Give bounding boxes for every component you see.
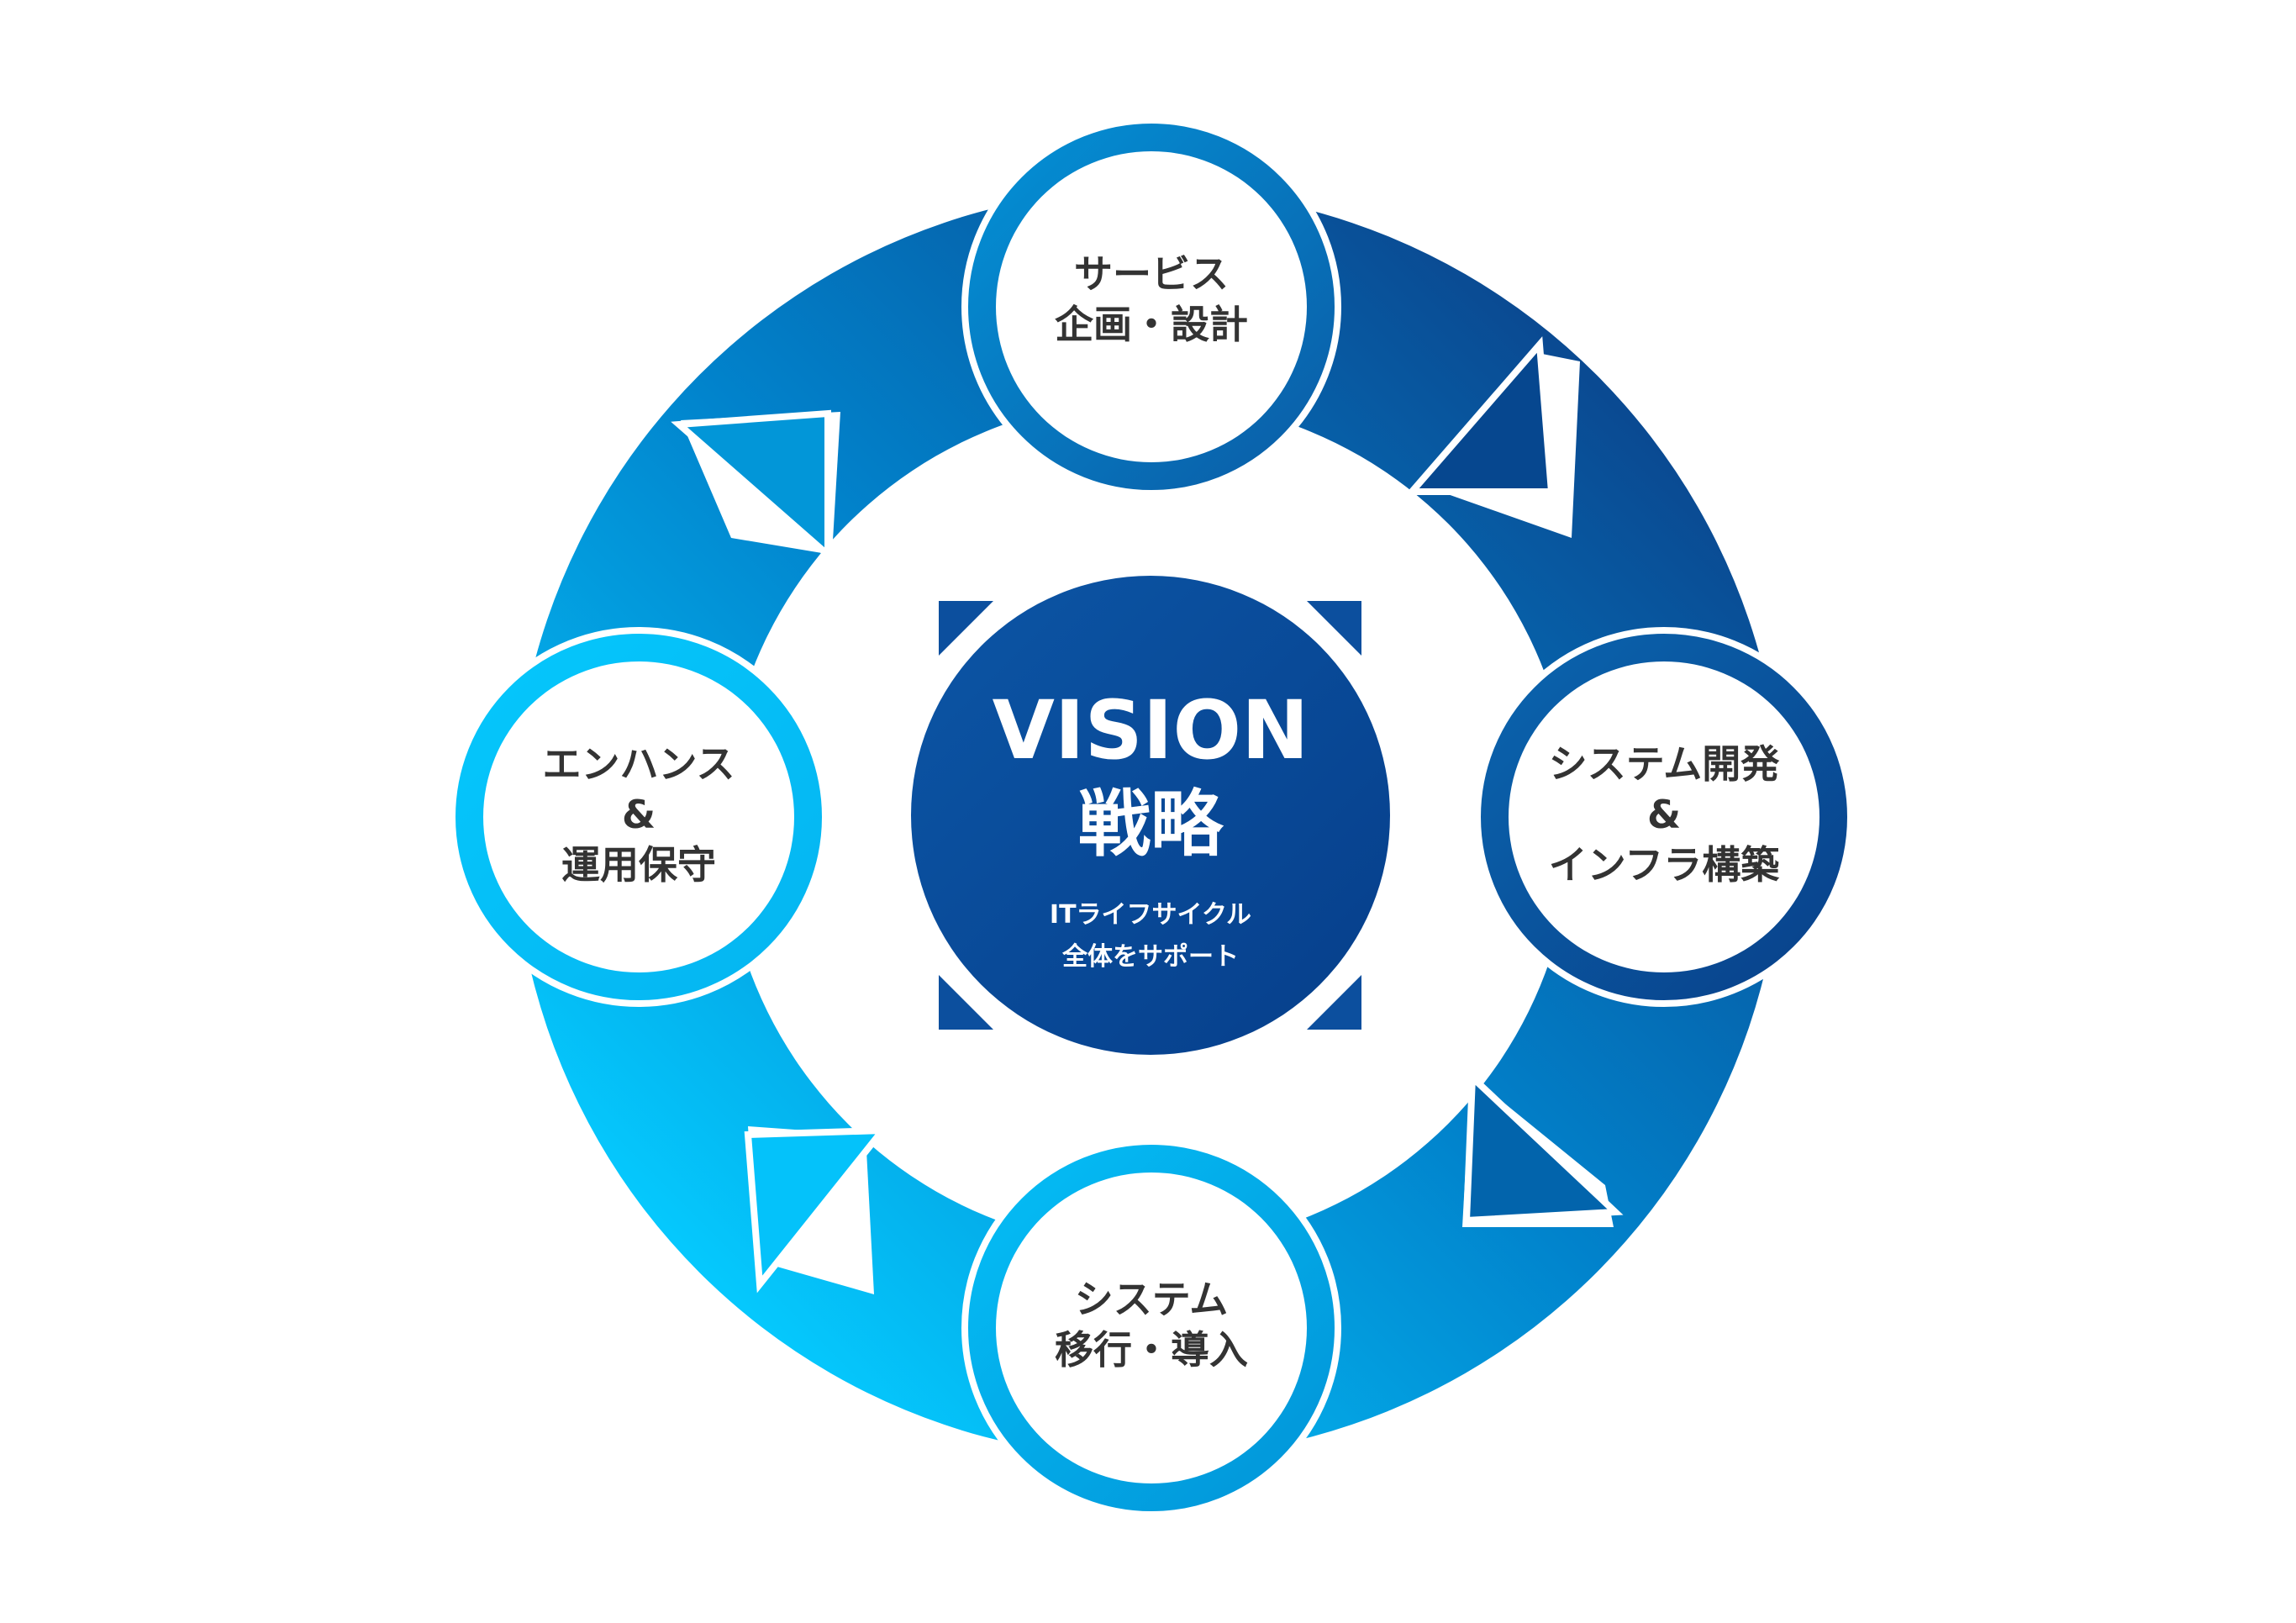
node-left-line3: 運用保守 [561, 842, 716, 888]
node-top-inner [996, 151, 1307, 462]
node-right-inner [1509, 661, 1819, 972]
node-system-migration: システム 移行・導入 [961, 1138, 1341, 1518]
center-title: VISION [993, 683, 1309, 777]
corner-triangle-bottom-left [939, 975, 993, 1030]
node-system-development: システム開発 & インフラ構築 [1474, 627, 1854, 1007]
node-left-line1: エンハンス [542, 741, 735, 787]
node-service-planning: サービス 企画・設計 [961, 117, 1341, 497]
center-caption-line2: 全体をサポート [1061, 942, 1239, 972]
node-right-line1: システム開発 [1549, 741, 1781, 787]
node-enhance-maintenance: エンハンス & 運用保守 [449, 627, 829, 1007]
node-top-line2: 企画・設計 [1055, 302, 1248, 347]
corner-triangle-top-left [939, 601, 993, 656]
center-vision: VISION 戦略 ITライフサイクル 全体をサポート [911, 576, 1390, 1055]
node-left-line2: & [622, 792, 656, 837]
node-left-inner [483, 661, 794, 972]
center-subtitle: 戦略 [1078, 783, 1224, 867]
node-bottom-line1: システム [1075, 1277, 1229, 1322]
arrow-head-bottom-left [744, 1126, 890, 1294]
center-circle [911, 576, 1390, 1055]
node-bottom-line2: 移行・導入 [1055, 1327, 1248, 1373]
node-bottom-inner [996, 1172, 1307, 1483]
node-right-line2: & [1647, 792, 1681, 837]
node-right-line3: インフラ構築 [1549, 842, 1781, 888]
node-top-line1: サービス [1074, 251, 1229, 297]
arrow-head-top-right [1404, 336, 1556, 495]
center-caption-line1: ITライフサイクル [1050, 900, 1251, 930]
arrow-head-top-left [671, 409, 831, 562]
cycle-ring [513, 189, 1783, 1458]
arrow-head-bottom-right [1462, 1070, 1624, 1225]
corner-triangle-top-right [1307, 601, 1361, 656]
corner-triangle-bottom-right [1307, 975, 1361, 1030]
